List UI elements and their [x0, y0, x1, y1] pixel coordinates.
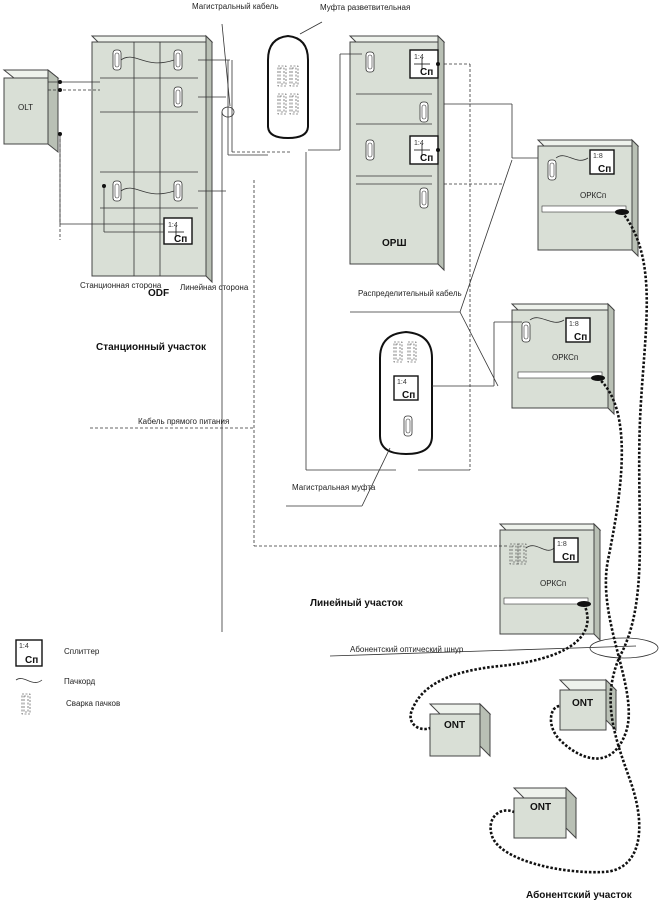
svg-text:1:4: 1:4: [397, 379, 407, 386]
odf-connector: [112, 49, 122, 71]
svg-text:1:8: 1:8: [557, 541, 567, 548]
odf-connector: [173, 49, 183, 71]
orsh-label: ОРШ: [382, 238, 407, 249]
orksp-splitter-1: 1:8 Сп: [589, 149, 615, 175]
svg-text:Сп: Сп: [402, 390, 415, 401]
svg-text:Сп: Сп: [420, 67, 433, 78]
orsh-cabinet: 1:4 Сп 1:4 Сп: [348, 34, 446, 272]
subscriber-section-label: Абонентский участок: [526, 889, 633, 901]
legend-splitter-icon: 1:4 Сп: [15, 639, 43, 667]
orksp-splitter-3: 1:8 Сп: [553, 537, 579, 563]
drop-cable-1: [489, 211, 649, 874]
line-section-label: Линейный участок: [310, 598, 404, 609]
splitter-sleeve-label: Муфта разветвительная: [320, 3, 410, 12]
svg-text:Сп: Сп: [562, 552, 575, 563]
odf-splitter: 1:4 Сп: [163, 217, 193, 245]
svg-text:Сп: Сп: [598, 164, 611, 175]
svg-text:1:8: 1:8: [569, 321, 579, 328]
svg-text:1:4: 1:4: [414, 54, 424, 61]
ont-device-2: ONT: [558, 678, 618, 732]
olt-label: OLT: [18, 103, 33, 112]
trunk-sleeve: 1:4 Сп: [379, 330, 433, 456]
odf-connector: [173, 86, 183, 108]
svg-text:Сп: Сп: [174, 234, 187, 245]
subscriber-loop-label: Абонентский оптический шнур: [350, 645, 464, 654]
station-side-label: Станционная сторона: [80, 281, 162, 290]
ont-device-1: ONT: [428, 702, 492, 758]
drop-cable-3: [409, 603, 589, 731]
odf-label: ODF: [148, 288, 169, 299]
svg-text:Сп: Сп: [574, 332, 587, 343]
orksp-box-3: 1:8 Сп: [498, 522, 602, 642]
svg-text:Сп: Сп: [25, 655, 38, 666]
svg-text:ONT: ONT: [530, 802, 551, 813]
legend: 1:4 Сп Сплиттер Пачкорд Сварка пачков: [15, 639, 120, 715]
ont-device-3: ONT: [512, 786, 578, 840]
svg-text:ONT: ONT: [572, 698, 593, 709]
direct-feed-cable-label: Кабель прямого питания: [138, 417, 229, 426]
orksp-label-3: ОРКСп: [540, 579, 566, 588]
orksp-splitter-2: 1:8 Сп: [565, 317, 591, 343]
trunk-cable-label: Магистральный кабель: [192, 2, 278, 11]
legend-splitter-label: Сплиттер: [64, 647, 100, 656]
trunk-sleeve-label: Магистральная муфта: [292, 483, 376, 492]
line-side-label: Линейная сторона: [180, 283, 249, 292]
legend-patchcord-icon: [15, 678, 43, 683]
splitter-sleeve-top: [267, 34, 309, 140]
odf-connector: [173, 180, 183, 202]
svg-text:Сп: Сп: [420, 153, 433, 164]
svg-text:1:4: 1:4: [19, 643, 29, 650]
svg-text:1:4: 1:4: [414, 140, 424, 147]
orsh-splitter-1: 1:4 Сп: [409, 49, 439, 79]
legend-splice-label: Сварка пачков: [66, 699, 120, 708]
svg-text:1:8: 1:8: [593, 153, 603, 160]
station-section-label: Станционный участок: [96, 342, 207, 353]
orksp-box-1: 1:8 Сп: [536, 138, 640, 258]
drop-cable-2: [549, 377, 631, 760]
orksp-label-2: ОРКСп: [552, 353, 578, 362]
legend-splice-icon: [21, 693, 31, 715]
legend-patchcord-label: Пачкорд: [64, 677, 95, 686]
odf-connector: [112, 180, 122, 202]
odf-frame: 1:4 Сп: [90, 34, 214, 284]
olt-device: OLT: [2, 68, 60, 154]
orksp-box-2: 1:8 Сп: [510, 302, 616, 416]
orksp-label-1: ОРКСп: [580, 191, 606, 200]
svg-text:1:4: 1:4: [168, 222, 178, 229]
distribution-cable-label: Распределительный кабель: [358, 289, 462, 298]
orsh-splitter-2: 1:4 Сп: [409, 135, 439, 165]
svg-text:ONT: ONT: [444, 720, 465, 731]
